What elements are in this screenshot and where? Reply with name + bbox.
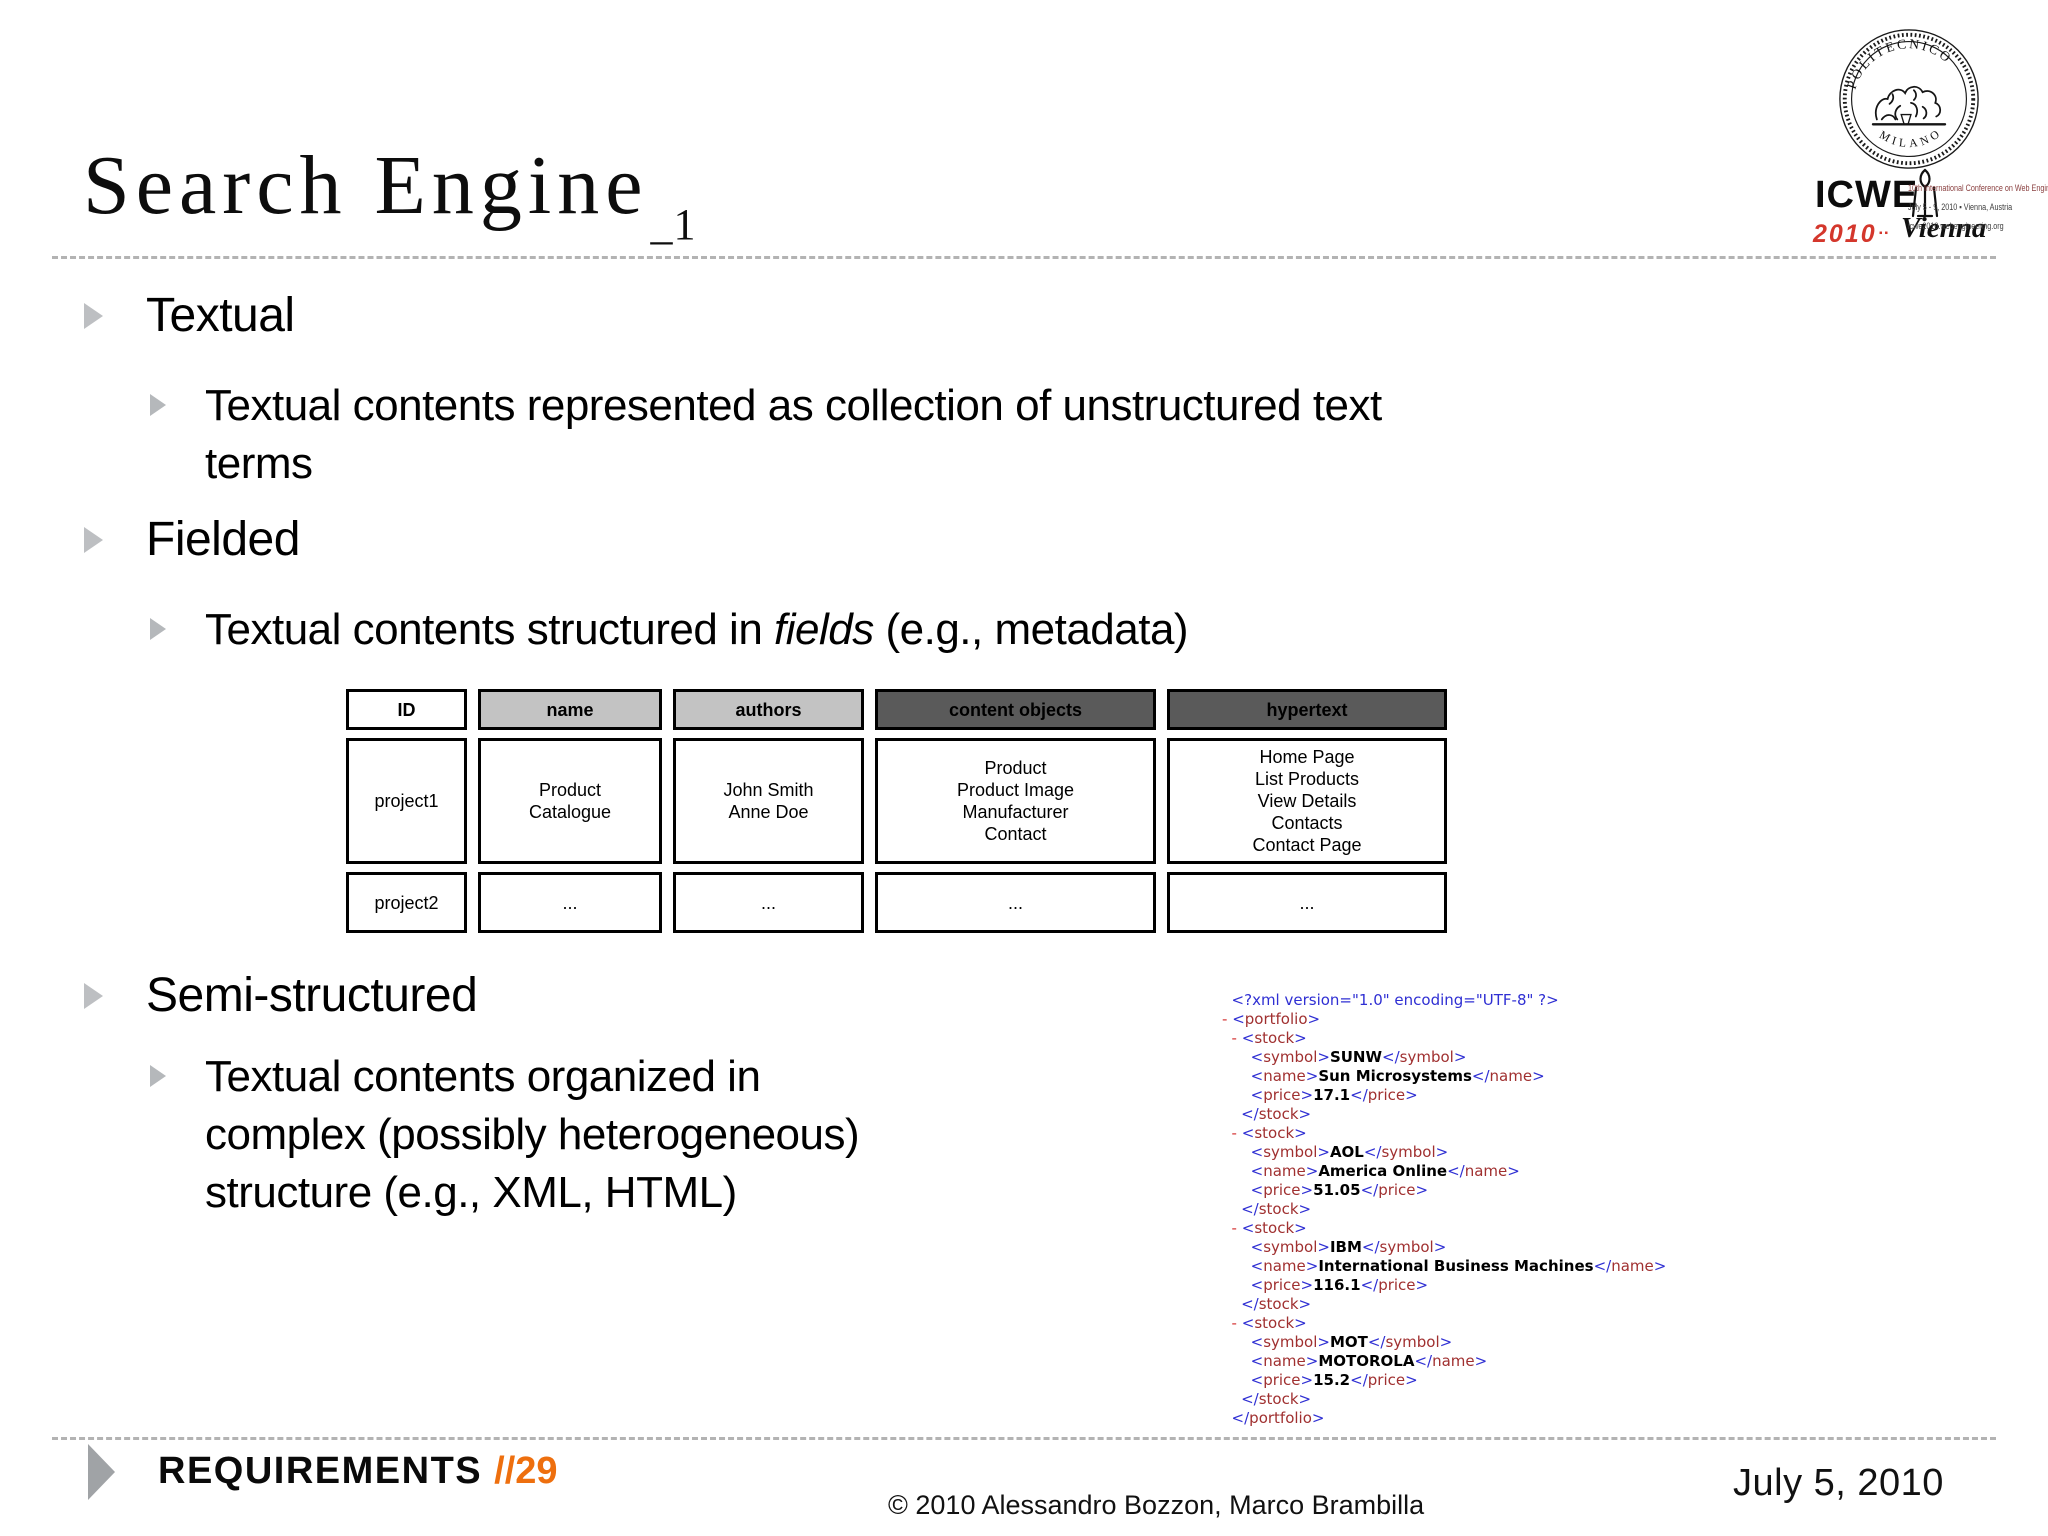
table-header-row: ID name authors content objects hypertext — [346, 689, 1447, 730]
table-cell: ... — [875, 872, 1156, 933]
footer-triangle-icon — [88, 1444, 115, 1500]
bullet-text: Textual contents structured in fields (e… — [205, 601, 1189, 659]
footer-copyright: © 2010 Alessandro Bozzon, Marco Brambill… — [888, 1490, 1425, 1520]
xml-line: </stock> — [1241, 1200, 1312, 1218]
page-title: Search Engine_1 — [83, 139, 695, 247]
xml-line: <price>51.05</price> — [1250, 1181, 1429, 1199]
icwe-conference-line1: 10th International Conference on Web Eng… — [1908, 183, 2048, 193]
xml-line: - <stock> — [1231, 1219, 1307, 1237]
footer-date: July 5, 2010 — [1733, 1462, 1944, 1504]
xml-line: <name>MOTOROLA</name> — [1250, 1352, 1488, 1370]
bullet-triangle-icon — [150, 1065, 166, 1087]
xml-line: - <portfolio> — [1222, 1010, 1321, 1028]
xml-line: </stock> — [1241, 1295, 1312, 1313]
icwe-monument-icon — [1911, 168, 1939, 218]
bullet-triangle-icon — [84, 303, 103, 329]
bullet-item-textual: Textual — [84, 285, 295, 347]
bullet-triangle-icon — [150, 618, 166, 640]
icwe-conference-info: 10th International Conference on Web Eng… — [1908, 179, 2048, 236]
page-title-text: Search Engine — [83, 139, 649, 232]
bullet-text: Textual contents represented as collecti… — [205, 377, 1382, 493]
table-header-cell: hypertext — [1167, 689, 1447, 730]
xml-line: <name>International Business Machines</n… — [1250, 1257, 1667, 1275]
bullet-line: Textual contents organized in — [205, 1052, 761, 1101]
section-name: REQUIREMENTS — [158, 1450, 483, 1492]
footer-divider — [52, 1437, 1996, 1440]
bullet-triangle-icon — [150, 394, 166, 416]
table-cell: ... — [1167, 872, 1447, 933]
xml-line: - <stock> — [1231, 1314, 1307, 1332]
bullet-text: Textual — [146, 285, 295, 347]
bullet-item-semi-structured-detail: Textual contents organized in complex (po… — [150, 1048, 860, 1222]
bullet-text: Semi-structured — [146, 965, 478, 1027]
bullet-line: structure (e.g., XML, HTML) — [205, 1168, 737, 1217]
footer-section-label: REQUIREMENTS //29 — [158, 1450, 558, 1493]
bullet-item-fielded-detail: Textual contents structured in fields (e… — [150, 601, 1189, 659]
xml-line: <?xml version="1.0" encoding="UTF-8" ?> — [1222, 991, 1559, 1009]
fields-example-table: ID name authors content objects hypertext pro… — [346, 689, 1447, 941]
xml-line: <symbol>MOT</symbol> — [1250, 1333, 1453, 1351]
xml-line: - <stock> — [1231, 1124, 1307, 1142]
xml-code-block: <?xml version="1.0" encoding="UTF-8" ?>-… — [1222, 991, 1666, 1428]
seal-figures-icon — [1871, 85, 1947, 126]
table-cell: ... — [673, 872, 864, 933]
table-cell: project2 — [346, 872, 467, 933]
xml-line: <name>Sun Microsystems</name> — [1250, 1067, 1545, 1085]
table-header-cell: name — [478, 689, 662, 730]
page-title-suffix: _1 — [650, 200, 697, 249]
xml-line: <price>17.1</price> — [1250, 1086, 1418, 1104]
page-number: //29 — [494, 1450, 558, 1492]
bullet-text: Fielded — [146, 509, 300, 571]
table-header-cell: ID — [346, 689, 467, 730]
icwe-city: Vienna — [1901, 212, 1987, 244]
icwe-2010-logo: ICWE 2010 ▪▪ Vienna 10th International C… — [1813, 168, 2048, 256]
xml-line: <price>15.2</price> — [1250, 1371, 1418, 1389]
xml-line: <symbol>SUNW</symbol> — [1250, 1048, 1467, 1066]
xml-line: - <stock> — [1231, 1029, 1307, 1047]
bullet-line: Textual contents structured in fields (e… — [205, 605, 1189, 654]
xml-line: <name>America Online</name> — [1250, 1162, 1520, 1180]
bullet-item-semi-structured: Semi-structured — [84, 965, 478, 1027]
icwe-wordmark: ICWE — [1815, 174, 1919, 216]
table-header-cell: authors — [673, 689, 864, 730]
xml-line: </stock> — [1241, 1390, 1312, 1408]
bullet-triangle-icon — [84, 983, 103, 1009]
politecnico-milano-logo: POLITECNICO MILANO — [1839, 29, 1979, 169]
bullet-line: Fielded — [146, 513, 300, 566]
xml-line: </stock> — [1241, 1105, 1312, 1123]
xml-line: <symbol>IBM</symbol> — [1250, 1238, 1447, 1256]
bullet-line: Semi-structured — [146, 969, 478, 1022]
bullet-line: complex (possibly heterogeneous) — [205, 1110, 860, 1159]
table-row: project2............ — [346, 872, 1447, 933]
bullet-item-textual-detail: Textual contents represented as collecti… — [150, 377, 1382, 493]
icwe-year: 2010 — [1813, 220, 1877, 248]
table-cell: project1 — [346, 738, 467, 864]
bullet-line: Textual contents represented as collecti… — [205, 381, 1382, 430]
bullet-line: Textual — [146, 289, 295, 342]
table-header-cell: content objects — [875, 689, 1156, 730]
xml-line: <symbol>AOL</symbol> — [1250, 1143, 1449, 1161]
bullet-item-fielded: Fielded — [84, 509, 300, 571]
icwe-conference-line2: July 5 - 9, 2010 ▪ Vienna, Austria — [1908, 202, 2013, 212]
bullet-text: Textual contents organized in complex (po… — [205, 1048, 860, 1222]
xml-line: <price>116.1</price> — [1250, 1276, 1429, 1294]
bullet-triangle-icon — [84, 527, 103, 553]
table-cell: ... — [478, 872, 662, 933]
icwe-squares-icon: ▪▪ — [1879, 228, 1891, 239]
bullet-line: terms — [205, 439, 313, 488]
icwe-conference-line3: icwe2010.webengineering.org — [1908, 221, 2004, 231]
title-divider — [52, 256, 1996, 259]
xml-line: </portfolio> — [1231, 1409, 1325, 1427]
